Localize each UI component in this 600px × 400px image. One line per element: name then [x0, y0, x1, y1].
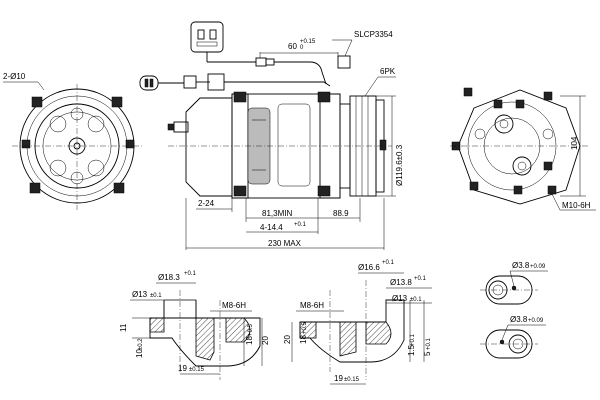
svg-text:+0.5: +0.5 — [302, 321, 308, 334]
dim-889-label: 88.9 — [333, 209, 349, 218]
s1-m8-label: M8-6H — [222, 301, 246, 310]
s1-d13-label: Ø13 — [132, 290, 148, 299]
hole-spacing-label: 2-24 — [198, 199, 215, 208]
svg-text:±0.1: ±0.1 — [410, 297, 422, 303]
s2-20-label: 20 — [283, 335, 292, 344]
s2-m8-label: M8-6H — [300, 301, 324, 310]
wire-connector — [139, 73, 331, 91]
svg-text:+0.1: +0.1 — [184, 271, 197, 277]
connector-plug — [190, 21, 224, 53]
connector-assembly: 60 +0.15 0 SLCP3354 — [190, 21, 393, 85]
fitting-2-label: Ø3.8 — [510, 315, 528, 324]
cable-length-label: 60 — [288, 42, 297, 51]
dim-813-label: 81,3MIN — [262, 209, 292, 218]
svg-text:±0.15: ±0.15 — [189, 367, 205, 373]
svg-text:±0.15: ±0.15 — [344, 377, 360, 383]
dim-4-144-label: 4-14.4 — [260, 223, 283, 232]
svg-text:+0.09: +0.09 — [530, 264, 546, 270]
s2-15-label: 1.5 — [407, 344, 416, 356]
s2-d13-label: Ø13 — [392, 294, 408, 303]
svg-text:+0.15: +0.15 — [300, 39, 316, 45]
dim-230-label: 230 MAX — [268, 239, 302, 248]
s1-19-label: 19 — [178, 364, 187, 373]
rear-view: 104 M10-6H — [450, 87, 596, 211]
right-thread-label: M10-6H — [562, 201, 591, 210]
s1-11-label: 11 — [119, 323, 128, 332]
s1-d183-label: Ø18.3 — [158, 273, 180, 282]
svg-text:±0.2: ±0.2 — [138, 338, 144, 350]
connector-part-number: SLCP3354 — [354, 30, 393, 39]
s2-5-label: 5 — [423, 351, 432, 356]
side-view: 6PK Ø119.6±0.3 2-24 81,3MIN 88.9 4-14.4 … — [167, 67, 404, 250]
svg-text:0: 0 — [300, 45, 304, 51]
right-height-label: 104 — [570, 136, 579, 150]
pulley-diameter-label: Ø119.6±0.3 — [395, 144, 404, 186]
svg-text:+0.1: +0.1 — [414, 276, 427, 282]
port-section-2: Ø16.6 +0.1 Ø13.8 +0.1 Ø13 ±0.1 M8-6H 20 … — [283, 260, 432, 385]
svg-text:+0.1: +0.1 — [410, 333, 416, 346]
svg-text:+0.1: +0.1 — [426, 337, 432, 350]
svg-text:±0.1: ±0.1 — [150, 293, 162, 299]
svg-text:+0.1: +0.1 — [382, 260, 395, 266]
s1-18-label: 18 — [245, 336, 254, 345]
svg-text:+0.5: +0.5 — [248, 323, 254, 336]
s2-d138-label: Ø13.8 — [390, 278, 412, 287]
s2-19-label: 19 — [334, 374, 343, 383]
left-mount-label: 2-Ø10 — [3, 72, 26, 81]
fitting-details: Ø3.8 +0.09 Ø3.8 +0.09 — [480, 261, 548, 359]
belt-label: 6PK — [380, 67, 396, 76]
svg-text:+0.1: +0.1 — [294, 222, 307, 228]
port-section-1: Ø18.3 +0.1 Ø13 ±0.1 M8-6H 11 10 ±0.2 18 … — [119, 271, 270, 380]
s1-10-label: 10 — [135, 349, 144, 358]
s2-d166-label: Ø16.6 — [358, 263, 380, 272]
s1-20-label: 20 — [261, 336, 270, 345]
front-view: 2-Ø10 — [3, 72, 142, 210]
s2-18-label: 18 — [299, 335, 308, 344]
svg-text:+0.09: +0.09 — [528, 318, 544, 324]
fitting-1-label: Ø3.8 — [512, 261, 530, 270]
